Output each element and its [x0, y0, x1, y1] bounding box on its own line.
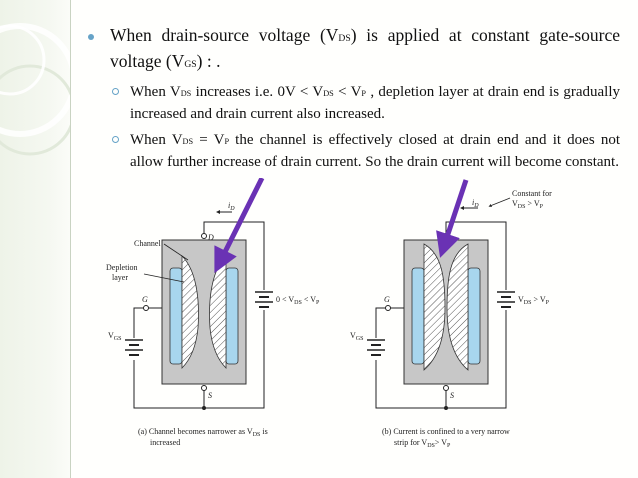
text-run: increases i.e. 0V < V	[191, 84, 324, 100]
caption-b-line2: strip for VDS> VP	[394, 438, 451, 449]
gate-return-wire	[133, 360, 204, 409]
gate-right	[225, 267, 239, 365]
s-label: S	[208, 391, 212, 400]
gate-wire	[133, 307, 146, 338]
gate-terminal	[385, 305, 391, 311]
slide-content: When drain-source voltage (VDS) is appli…	[88, 24, 620, 172]
vgs-label: VGS	[108, 331, 121, 342]
source-wire	[445, 310, 507, 409]
text-run: When drain-source voltage (V	[110, 25, 339, 45]
junction-dot	[202, 406, 206, 410]
subscript: P	[361, 89, 366, 98]
source-terminal	[443, 385, 449, 391]
vds-battery	[255, 291, 273, 308]
channel-label: Channel	[134, 239, 161, 248]
id-label: iD	[228, 201, 235, 212]
channel-pointer	[163, 243, 189, 261]
junction-dot	[444, 406, 448, 410]
drain-wire	[445, 221, 507, 290]
text-run: When V	[130, 132, 183, 148]
drain-terminal	[201, 233, 207, 239]
text-run: < V	[333, 84, 362, 100]
vgs-battery	[367, 339, 385, 356]
gate-left	[411, 267, 425, 365]
constant-pointer	[488, 197, 511, 207]
source-wire	[203, 310, 265, 409]
g-label: G	[384, 295, 390, 304]
diagram-a: iD D G S Channel Depletion layer VGS 0 <…	[106, 178, 320, 447]
bullet-icon	[88, 34, 94, 40]
constant-label-1: Constant for	[512, 189, 552, 198]
subscript: DS	[180, 89, 192, 98]
highlight-arrow	[214, 178, 265, 274]
subscript: P	[224, 137, 230, 146]
caption-a-line1: (a) Channel becomes narrower as VDS is	[138, 427, 268, 438]
sidebar-divider	[70, 0, 71, 478]
s-label: S	[450, 391, 454, 400]
ring-bullet-icon	[112, 88, 119, 95]
decorative-rings	[0, 23, 70, 156]
jfet-figure: iD D G S Channel Depletion layer VGS 0 <…	[106, 178, 552, 449]
gate-return-wire	[375, 360, 446, 409]
vgs-battery	[125, 339, 143, 356]
sub-bullet-2: When VDS = VP the channel is effectively…	[110, 130, 620, 172]
main-bullet-text: When drain-source voltage (VDS) is appli…	[110, 24, 620, 76]
subscript: GS	[184, 59, 197, 70]
gate-terminal	[143, 305, 149, 311]
drain-wire	[203, 221, 265, 290]
text-run: = V	[193, 132, 225, 148]
depletion-left	[181, 255, 199, 369]
highlight-arrow	[436, 179, 469, 258]
gate-left	[169, 267, 183, 365]
vgs-label: VGS	[350, 331, 363, 342]
text-run: the channel is effectively closed at dra…	[130, 132, 620, 170]
text-run: When V	[130, 84, 181, 100]
id-label: iD	[472, 198, 479, 209]
subscript: DS	[323, 89, 334, 98]
source-terminal	[201, 385, 207, 391]
decorative-sidebar	[0, 0, 70, 478]
main-bullet: When drain-source voltage (VDS) is appli…	[88, 24, 620, 76]
caption-a-line2: increased	[150, 438, 180, 447]
depletion-label-2: layer	[112, 273, 128, 282]
g-label: G	[142, 295, 148, 304]
vds-battery	[497, 291, 515, 308]
sub-bullet-1: When VDS increases i.e. 0V < VDS < VP , …	[110, 82, 620, 124]
diagram-b: iD Constant for VDS > VP G S VGS VDS > V…	[350, 179, 552, 449]
subscript: DS	[338, 33, 351, 44]
d-label: D	[207, 233, 214, 242]
gate-right	[467, 267, 481, 365]
constant-label-2: VDS > VP	[512, 199, 544, 210]
depletion-label-1: Depletion	[106, 263, 138, 272]
gate-wire	[375, 307, 388, 338]
text-run: ) is applied at constant gate-source vol…	[110, 25, 620, 71]
vds-range-label: 0 < VDS < VP	[276, 295, 320, 306]
depletion-pointer	[143, 273, 185, 283]
vds-label: VDS > VP	[518, 295, 550, 306]
subscript: DS	[182, 137, 194, 146]
text-run: ) : .	[196, 51, 221, 71]
text-run: , depletion layer at drain end is gradua…	[130, 84, 620, 122]
caption-b-line1: (b) Current is confined to a very narrow	[382, 427, 510, 436]
ring-bullet-icon	[112, 136, 119, 143]
